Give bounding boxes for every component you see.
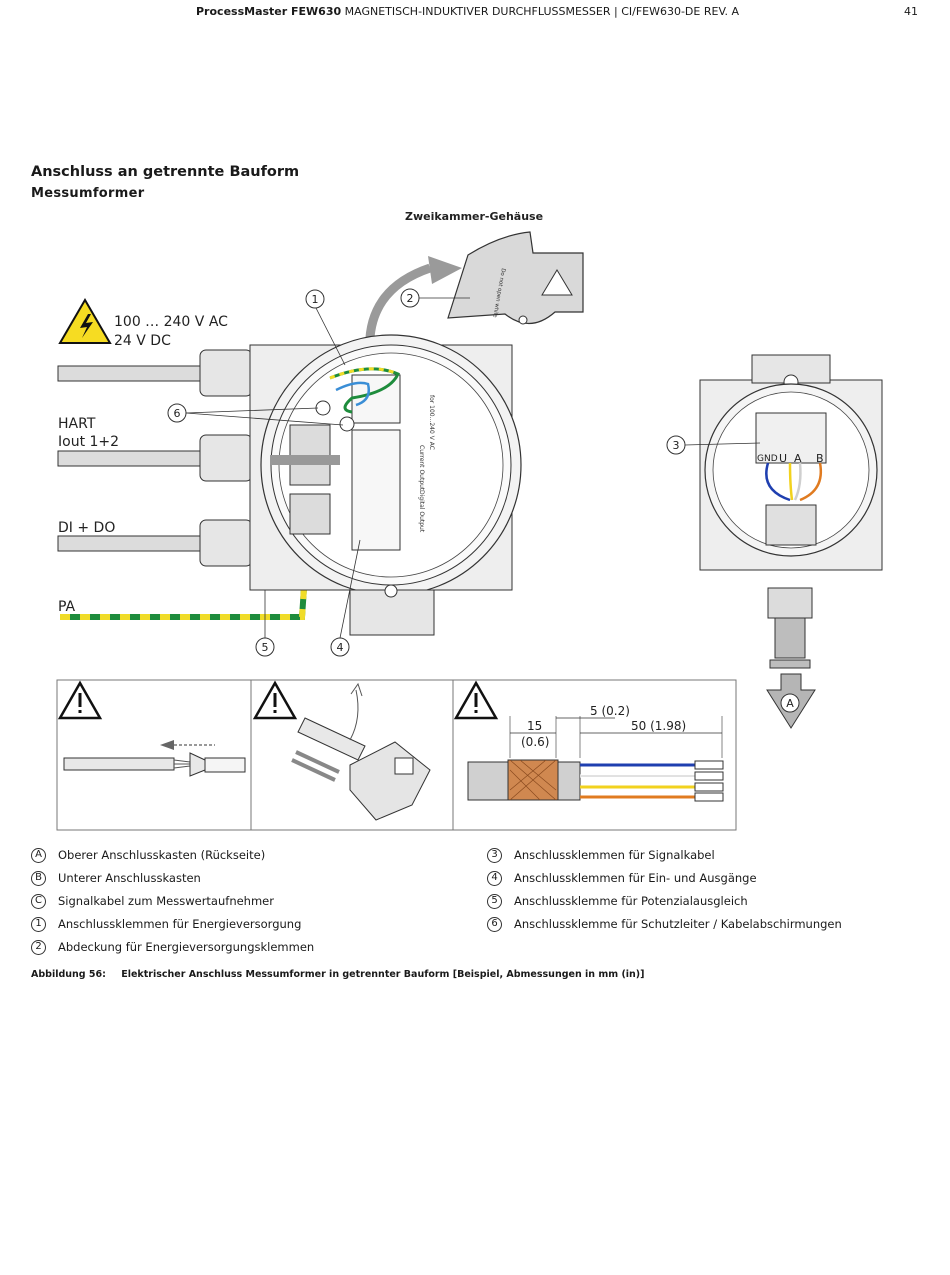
marker-4: 4	[330, 539, 361, 657]
dim-15: 15	[527, 719, 542, 733]
legend-item: 6 Anschlussklemme für Schutzleiter / Kab…	[487, 915, 842, 933]
caption-text: Elektrischer Anschluss Messumformer in g…	[121, 969, 645, 980]
marker-5: 5	[255, 589, 300, 657]
page-number: 41	[904, 5, 918, 18]
dim-0-6: (0.6)	[521, 735, 549, 749]
terminal-a: A	[794, 452, 802, 465]
legend-marker: 1	[31, 916, 46, 932]
legend-text: Abdeckung für Energieversorgungsklemmen	[58, 940, 315, 954]
legend-item: A Oberer Anschlusskasten (Rückseite)	[31, 846, 265, 864]
legend-marker: 3	[487, 847, 502, 863]
legend-text: Anschlussklemmen für Signalkabel	[514, 848, 715, 862]
terminal-cover: Do not open while	[447, 231, 584, 325]
pa-earth-cable	[60, 587, 307, 620]
section-title: Anschluss an getrennte Bauform	[31, 164, 300, 180]
header-separator: |	[613, 5, 618, 18]
svg-text:for 100...240 V AC: for 100...240 V AC	[428, 395, 435, 450]
voltage-line2: 24 V DC	[114, 333, 171, 349]
marker-a: A	[780, 693, 800, 713]
legend-marker: 5	[487, 893, 502, 909]
svg-text:3: 3	[673, 439, 680, 452]
dim-50: 50 (1.98)	[631, 719, 686, 733]
warning-icon	[453, 680, 499, 720]
terminal-u: U	[779, 452, 787, 465]
svg-text:Current Output: Current Output	[418, 445, 425, 491]
section-subtitle: Messumformer	[31, 186, 145, 201]
terminal-gnd: GND	[757, 454, 778, 464]
ferrule-illustration	[63, 740, 246, 777]
cable-glands	[199, 349, 253, 567]
legend-marker: C	[31, 893, 46, 909]
legend-marker: 4	[487, 870, 502, 886]
terminal-clamp-illustration	[291, 682, 431, 821]
svg-text:A: A	[786, 697, 794, 710]
terminal-b: B	[816, 452, 824, 465]
header-title: MAGNETISCH-INDUKTIVER DURCHFLUSSMESSER	[344, 5, 611, 18]
legend-item: B Unterer Anschlusskasten	[31, 869, 201, 887]
cables	[57, 365, 209, 552]
figure-caption: Abbildung 56: Elektrischer Anschluss Mes…	[31, 969, 645, 980]
voltage-line1: 100 … 240 V AC	[114, 314, 228, 330]
header-product: ProcessMaster FEW630	[196, 5, 342, 18]
svg-text:Digital Output: Digital Output	[418, 490, 425, 533]
legend-marker: B	[31, 870, 46, 886]
warning-icon	[57, 680, 103, 720]
high-voltage-warning-icon	[58, 298, 112, 344]
hart-label: HART	[58, 416, 96, 432]
legend-item: 4 Anschlussklemmen für Ein- und Ausgänge	[487, 869, 757, 887]
iout-label: Iout 1+2	[58, 434, 119, 450]
svg-text:1: 1	[312, 293, 319, 306]
legend: A Oberer Anschlusskasten (Rückseite) B U…	[31, 846, 911, 966]
page-header: ProcessMaster FEW630 MAGNETISCH-INDUKTIV…	[0, 5, 950, 21]
pa-label: PA	[58, 599, 76, 615]
svg-text:6: 6	[174, 407, 181, 420]
legend-text: Anschlussklemme für Potenzialausgleich	[514, 894, 748, 908]
marker-2: 2	[400, 288, 470, 308]
legend-item: 2 Abdeckung für Energieversorgungsklemme…	[31, 938, 314, 956]
legend-text: Unterer Anschlusskasten	[58, 871, 201, 885]
warning-icon	[252, 680, 298, 720]
caption-label: Abbildung 56:	[31, 969, 106, 980]
marker-6: 6	[167, 403, 344, 426]
header-doc-id: CI/FEW630-DE REV. A	[621, 5, 740, 18]
marker-1: 1	[305, 289, 346, 366]
dim-5: 5 (0.2)	[590, 704, 630, 718]
cable-strip-dimensions	[467, 716, 724, 802]
dido-label: DI + DO	[58, 520, 115, 536]
transmitter-housing: for 100...240 V AC Current Output Digita…	[249, 334, 522, 636]
legend-text: Anschlussklemmen für Energieversorgung	[58, 917, 302, 931]
marker-3: 3	[666, 435, 761, 455]
legend-text: Anschlussklemme für Schutzleiter / Kabel…	[514, 917, 842, 931]
legend-marker: 6	[487, 916, 502, 932]
legend-text: Oberer Anschlusskasten (Rückseite)	[58, 848, 266, 862]
wiring-diagram: Zweikammer-Gehäuse Do not open while 100…	[56, 210, 883, 831]
legend-marker: A	[31, 847, 46, 863]
svg-text:4: 4	[337, 641, 344, 654]
arrow-icon	[428, 256, 462, 284]
svg-text:2: 2	[407, 292, 414, 305]
legend-item: 1 Anschlussklemmen für Energieversorgung	[31, 915, 301, 933]
svg-text:5: 5	[262, 641, 269, 654]
legend-item: C Signalkabel zum Messwertaufnehmer	[31, 892, 274, 910]
legend-text: Anschlussklemmen für Ein- und Ausgänge	[514, 871, 757, 885]
legend-item: 5 Anschlussklemme für Potenzialausgleich	[487, 892, 748, 910]
header-doc-title: ProcessMaster FEW630 MAGNETISCH-INDUKTIV…	[196, 5, 739, 18]
legend-marker: 2	[31, 939, 46, 955]
signal-housing	[699, 354, 883, 729]
housing-label: Zweikammer-Gehäuse	[405, 210, 543, 223]
legend-item: 3 Anschlussklemmen für Signalkabel	[487, 846, 715, 864]
legend-text: Signalkabel zum Messwertaufnehmer	[58, 894, 274, 908]
